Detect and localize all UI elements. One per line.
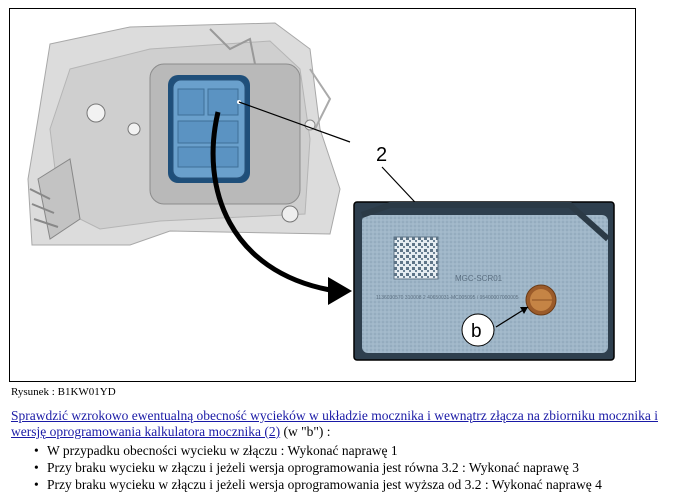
- list-item: W przypadku obecności wycieku w złączu :…: [0, 442, 602, 459]
- list-item: Przy braku wycieku w złączu i jeżeli wer…: [0, 459, 602, 476]
- repair-steps-list: W przypadku obecności wycieku w złączu :…: [0, 442, 602, 493]
- zoom-label-text-1: MGC-SCR01: [455, 274, 503, 283]
- list-item: Przy braku wycieku w złączu i jeżeli wer…: [0, 476, 602, 493]
- connector-small: [168, 75, 250, 183]
- instruction-paragraph: Sprawdzić wzrokowo ewentualną obecność w…: [11, 408, 691, 440]
- zoom-view: MGC-SCR01 1136030570 310008 2 40650031-M…: [353, 201, 615, 361]
- callout-number-2: 2: [376, 144, 387, 166]
- zoom-arrow: [210, 111, 352, 305]
- callout-line-2-small: [238, 101, 351, 143]
- callout-letter-b: b: [471, 321, 482, 342]
- figure-caption: Rysunek : B1KW01YD: [11, 386, 116, 398]
- callout-b: b: [461, 306, 529, 347]
- zoom-label-text-2: 1136030570 310008 2 40650031-MC005095 / …: [376, 295, 519, 301]
- instruction-link[interactable]: Sprawdzić wzrokowo ewentualną obecność w…: [11, 408, 658, 439]
- figure: 2 MGC-SCR01 1136030570 310008 2 40650031…: [9, 8, 636, 382]
- instruction-suffix: (w "b") :: [280, 424, 331, 439]
- figure-illustration: 2 MGC-SCR01 1136030570 310008 2 40650031…: [27, 22, 615, 361]
